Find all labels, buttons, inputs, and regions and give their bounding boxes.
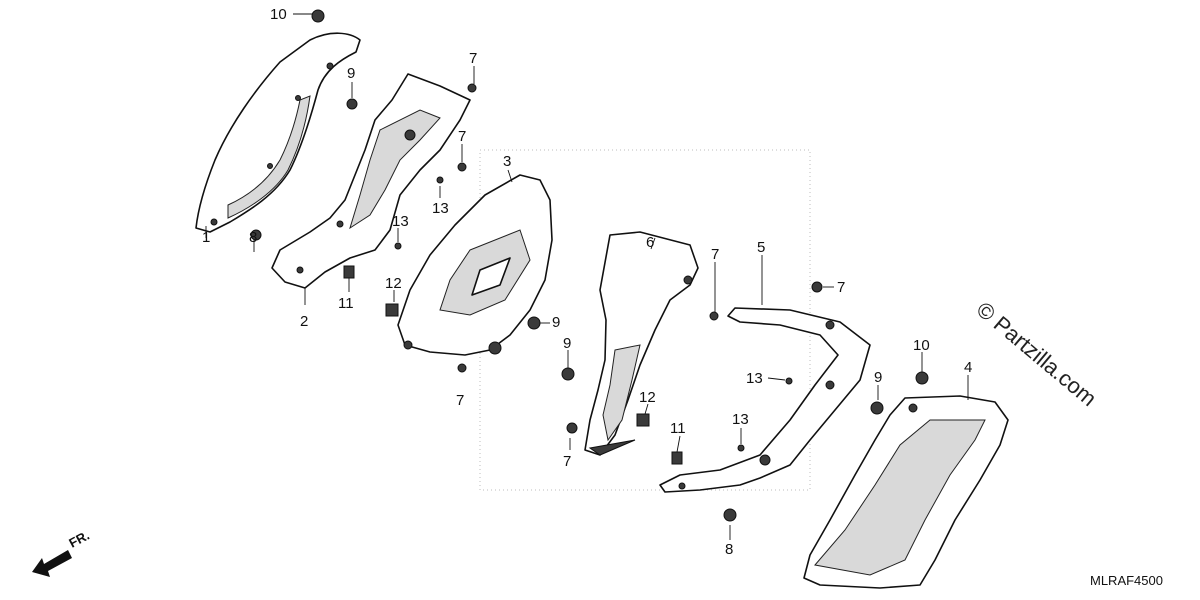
callout-7: 7	[837, 279, 845, 296]
front-arrow-icon	[32, 550, 72, 577]
callout-13: 13	[732, 411, 749, 428]
callout-8: 8	[249, 229, 257, 246]
part-4-right-cowl	[803, 395, 1009, 589]
callout-9: 9	[347, 65, 355, 82]
callout-9: 9	[874, 369, 882, 386]
callout-7: 7	[456, 392, 464, 409]
callout-7: 7	[563, 453, 571, 470]
callout-9: 9	[552, 314, 560, 331]
callout-7: 7	[469, 50, 477, 67]
callout-10: 10	[913, 337, 930, 354]
diagram-code: MLRAF4500	[1090, 573, 1163, 588]
part-6-lower-panel	[584, 231, 699, 456]
callout-6: 6	[646, 234, 654, 251]
watermark: © Partzilla.com	[972, 297, 1102, 411]
callout-9: 9	[563, 335, 571, 352]
callout-13: 13	[746, 370, 763, 387]
callout-11: 11	[338, 295, 354, 312]
callout-labels: 10 9 7 7 13 1 8 2 13 11 12 3 9 9 7 6 7 5…	[202, 6, 972, 558]
callout-7: 7	[711, 246, 719, 263]
callout-11: 11	[670, 420, 686, 437]
callout-13: 13	[432, 200, 449, 217]
fasteners	[250, 9, 929, 522]
callout-8: 8	[725, 541, 733, 558]
callout-4: 4	[964, 359, 972, 376]
callout-10: 10	[270, 6, 287, 23]
callout-2: 2	[300, 313, 308, 330]
part-5-lower-bracket	[659, 307, 871, 493]
callout-5: 5	[757, 239, 765, 256]
callout-13: 13	[392, 213, 409, 230]
front-indicator: FR.	[32, 528, 92, 577]
part-3-center-panel	[397, 174, 553, 356]
part-1-side-cowl	[195, 32, 361, 233]
callout-7: 7	[458, 128, 466, 145]
callout-1: 1	[202, 229, 210, 246]
callout-12: 12	[639, 389, 656, 406]
callout-3: 3	[503, 153, 511, 170]
front-label: FR.	[66, 528, 92, 551]
leader-lines	[205, 13, 969, 540]
callout-12: 12	[385, 275, 402, 292]
